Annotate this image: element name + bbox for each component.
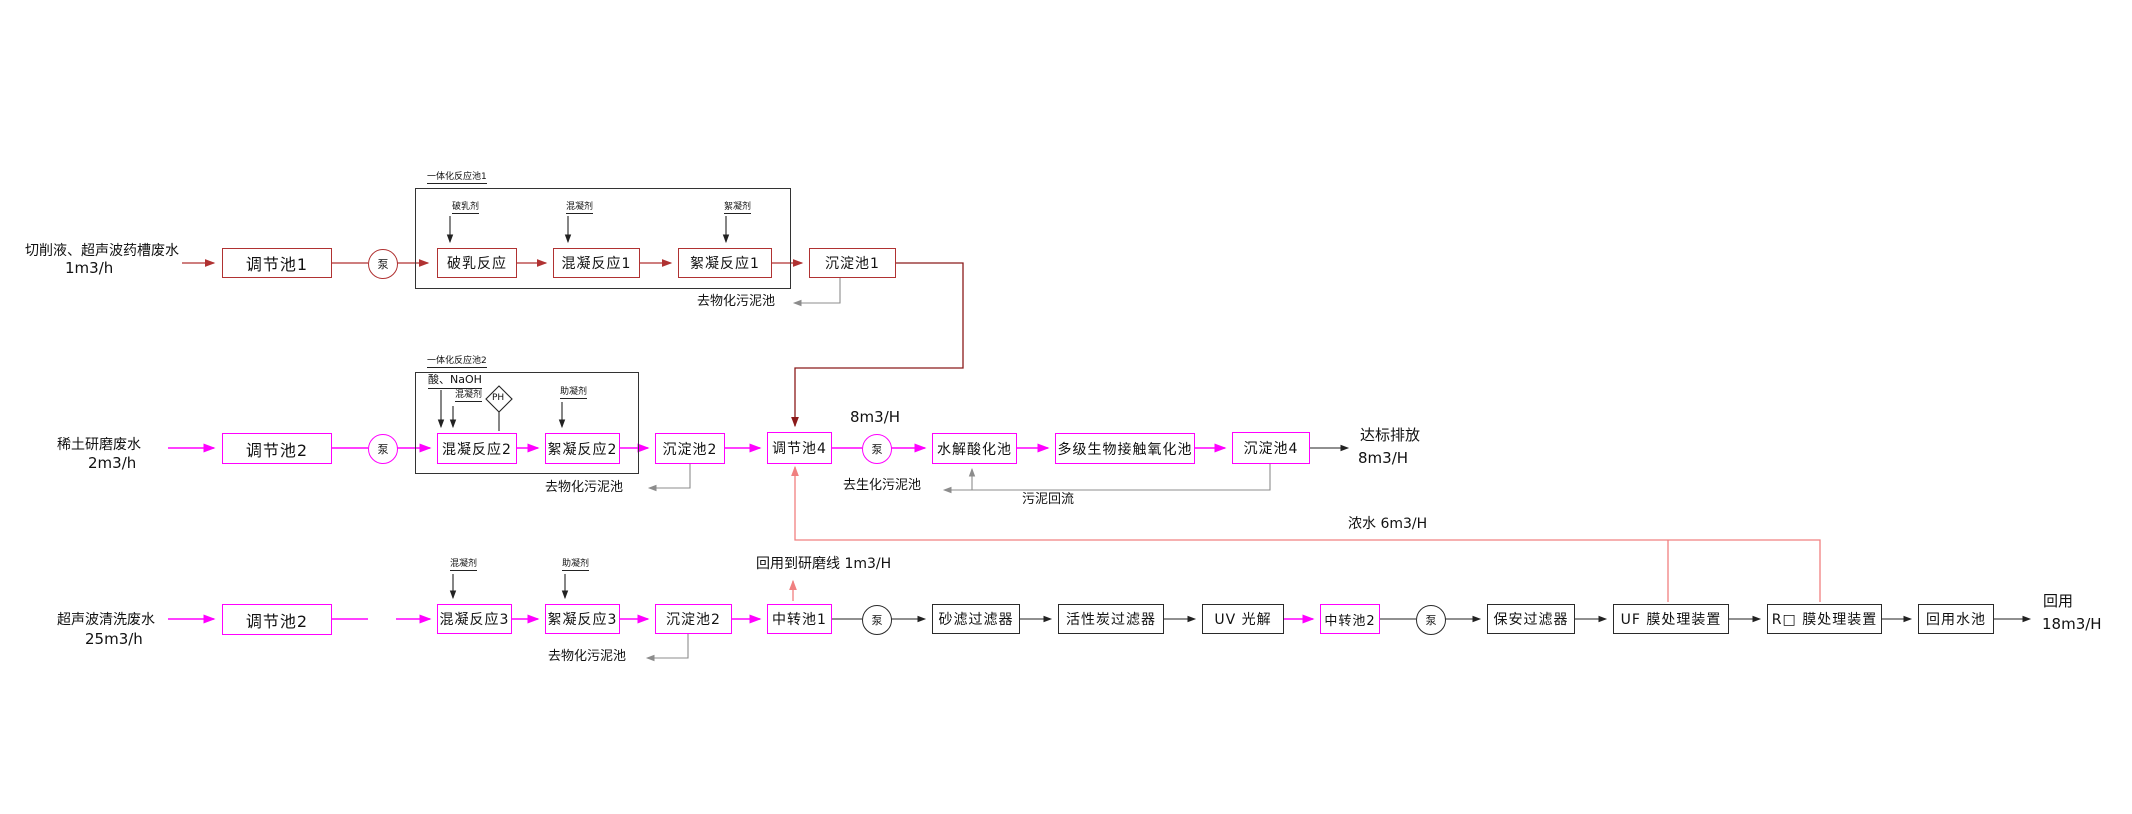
label-source1-flow: 1m3/h bbox=[65, 259, 114, 277]
label-ph: PH bbox=[492, 393, 505, 403]
pump-icon: 泵 bbox=[368, 249, 398, 279]
node-flocculation2: 絮凝反应2 bbox=[545, 433, 620, 464]
label-pump2-flow: 8m3/H bbox=[850, 408, 901, 426]
node-coagulation3: 混凝反应3 bbox=[437, 604, 512, 634]
node-hydrolysis-acidification: 水解酸化池 bbox=[932, 433, 1017, 464]
node-tank4: 调节池4 bbox=[767, 432, 832, 464]
pump-icon: 泵 bbox=[862, 605, 892, 635]
chemical-feed-lines-line1 bbox=[446, 216, 730, 244]
label-coagulant3: 混凝剂 bbox=[450, 559, 478, 572]
ph-meter-icon bbox=[485, 385, 513, 413]
pump-icon: 泵 bbox=[862, 434, 892, 464]
label-reuse: 回用 bbox=[2043, 592, 2074, 610]
node-settling4: 沉淀池4 bbox=[1232, 432, 1310, 464]
node-settling2: 沉淀池2 bbox=[655, 433, 725, 464]
label-group2: 一体化反应池2 bbox=[427, 356, 487, 369]
label-discharge-flow: 8m3/H bbox=[1358, 449, 1409, 467]
label-coagulant2: 混凝剂 bbox=[455, 390, 483, 403]
node-sand-filter: 砂滤过滤器 bbox=[932, 604, 1020, 634]
label-sludge2: 去物化污泥池 bbox=[545, 480, 624, 495]
node-security-filter: 保安过滤器 bbox=[1487, 604, 1575, 634]
label-discharge: 达标排放 bbox=[1360, 426, 1421, 444]
pump-icon: 泵 bbox=[1416, 605, 1446, 635]
label-source1: 切削液、超声波药槽废水 bbox=[25, 243, 179, 259]
label-coagulant-aid2: 助凝剂 bbox=[560, 387, 588, 400]
label-reuse-flow: 18m3/H bbox=[2042, 615, 2102, 633]
label-coagulant-aid3: 助凝剂 bbox=[562, 559, 590, 572]
node-transfer-tank2: 中转池2 bbox=[1320, 604, 1380, 634]
node-tank2: 调节池2 bbox=[222, 433, 332, 464]
node-flocculation1: 絮凝反应1 bbox=[678, 248, 772, 278]
node-demulsification: 破乳反应 bbox=[437, 248, 517, 278]
node-ro-membrane-unit: R□ 膜处理装置 bbox=[1767, 604, 1882, 634]
label-flocculant1: 絮凝剂 bbox=[724, 202, 752, 215]
node-reuse-water-tank: 回用水池 bbox=[1918, 604, 1994, 634]
node-coagulation2: 混凝反应2 bbox=[437, 433, 517, 464]
concentrate-return-lines bbox=[791, 465, 1821, 602]
node-tank1: 调节池1 bbox=[222, 248, 332, 278]
chemical-feed-lines-line3 bbox=[449, 574, 569, 600]
chemical-feed-lines-line2 bbox=[437, 390, 566, 431]
label-source2: 稀土研磨废水 bbox=[57, 437, 141, 453]
pump-icon: 泵 bbox=[368, 434, 398, 464]
sludge-lines bbox=[645, 276, 1271, 662]
label-reuse-to-grinding: 回用到研磨线 1m3/H bbox=[756, 556, 892, 572]
label-group1: 一体化反应池1 bbox=[427, 172, 487, 185]
node-uv-photolysis: UV 光解 bbox=[1202, 604, 1284, 634]
node-bio-contact-oxidation: 多级生物接触氧化池 bbox=[1055, 433, 1195, 464]
node-settling1: 沉淀池1 bbox=[809, 248, 896, 278]
node-flocculation3: 絮凝反应3 bbox=[545, 604, 620, 634]
node-uf-membrane-unit: UF 膜处理装置 bbox=[1613, 604, 1729, 634]
label-bio-sludge: 去生化污泥池 bbox=[843, 478, 922, 493]
label-sludge1: 去物化污泥池 bbox=[697, 294, 776, 309]
label-sludge-return: 污泥回流 bbox=[1022, 492, 1075, 507]
label-coagulant1: 混凝剂 bbox=[566, 202, 594, 215]
label-source2-flow: 2m3/h bbox=[88, 454, 137, 472]
label-sludge3: 去物化污泥池 bbox=[548, 649, 627, 664]
node-coagulation1: 混凝反应1 bbox=[553, 248, 640, 278]
label-concentrate-flow: 浓水 6m3/H bbox=[1348, 516, 1428, 532]
node-settling3: 沉淀池2 bbox=[655, 604, 732, 634]
node-transfer-tank1: 中转池1 bbox=[767, 604, 832, 634]
node-activated-carbon-filter: 活性炭过滤器 bbox=[1058, 604, 1164, 634]
integrated-reactor-box-1 bbox=[415, 188, 791, 289]
node-tank3: 调节池2 bbox=[222, 604, 332, 635]
label-source3: 超声波清洗废水 bbox=[57, 612, 155, 628]
label-source3-flow: 25m3/h bbox=[85, 630, 143, 648]
settling1-to-tank4-line bbox=[791, 262, 964, 428]
integrated-reactor-box-2 bbox=[415, 372, 639, 474]
label-acid-naoh: 酸、NaOH bbox=[428, 373, 482, 389]
label-demulsifier: 破乳剂 bbox=[452, 202, 480, 215]
